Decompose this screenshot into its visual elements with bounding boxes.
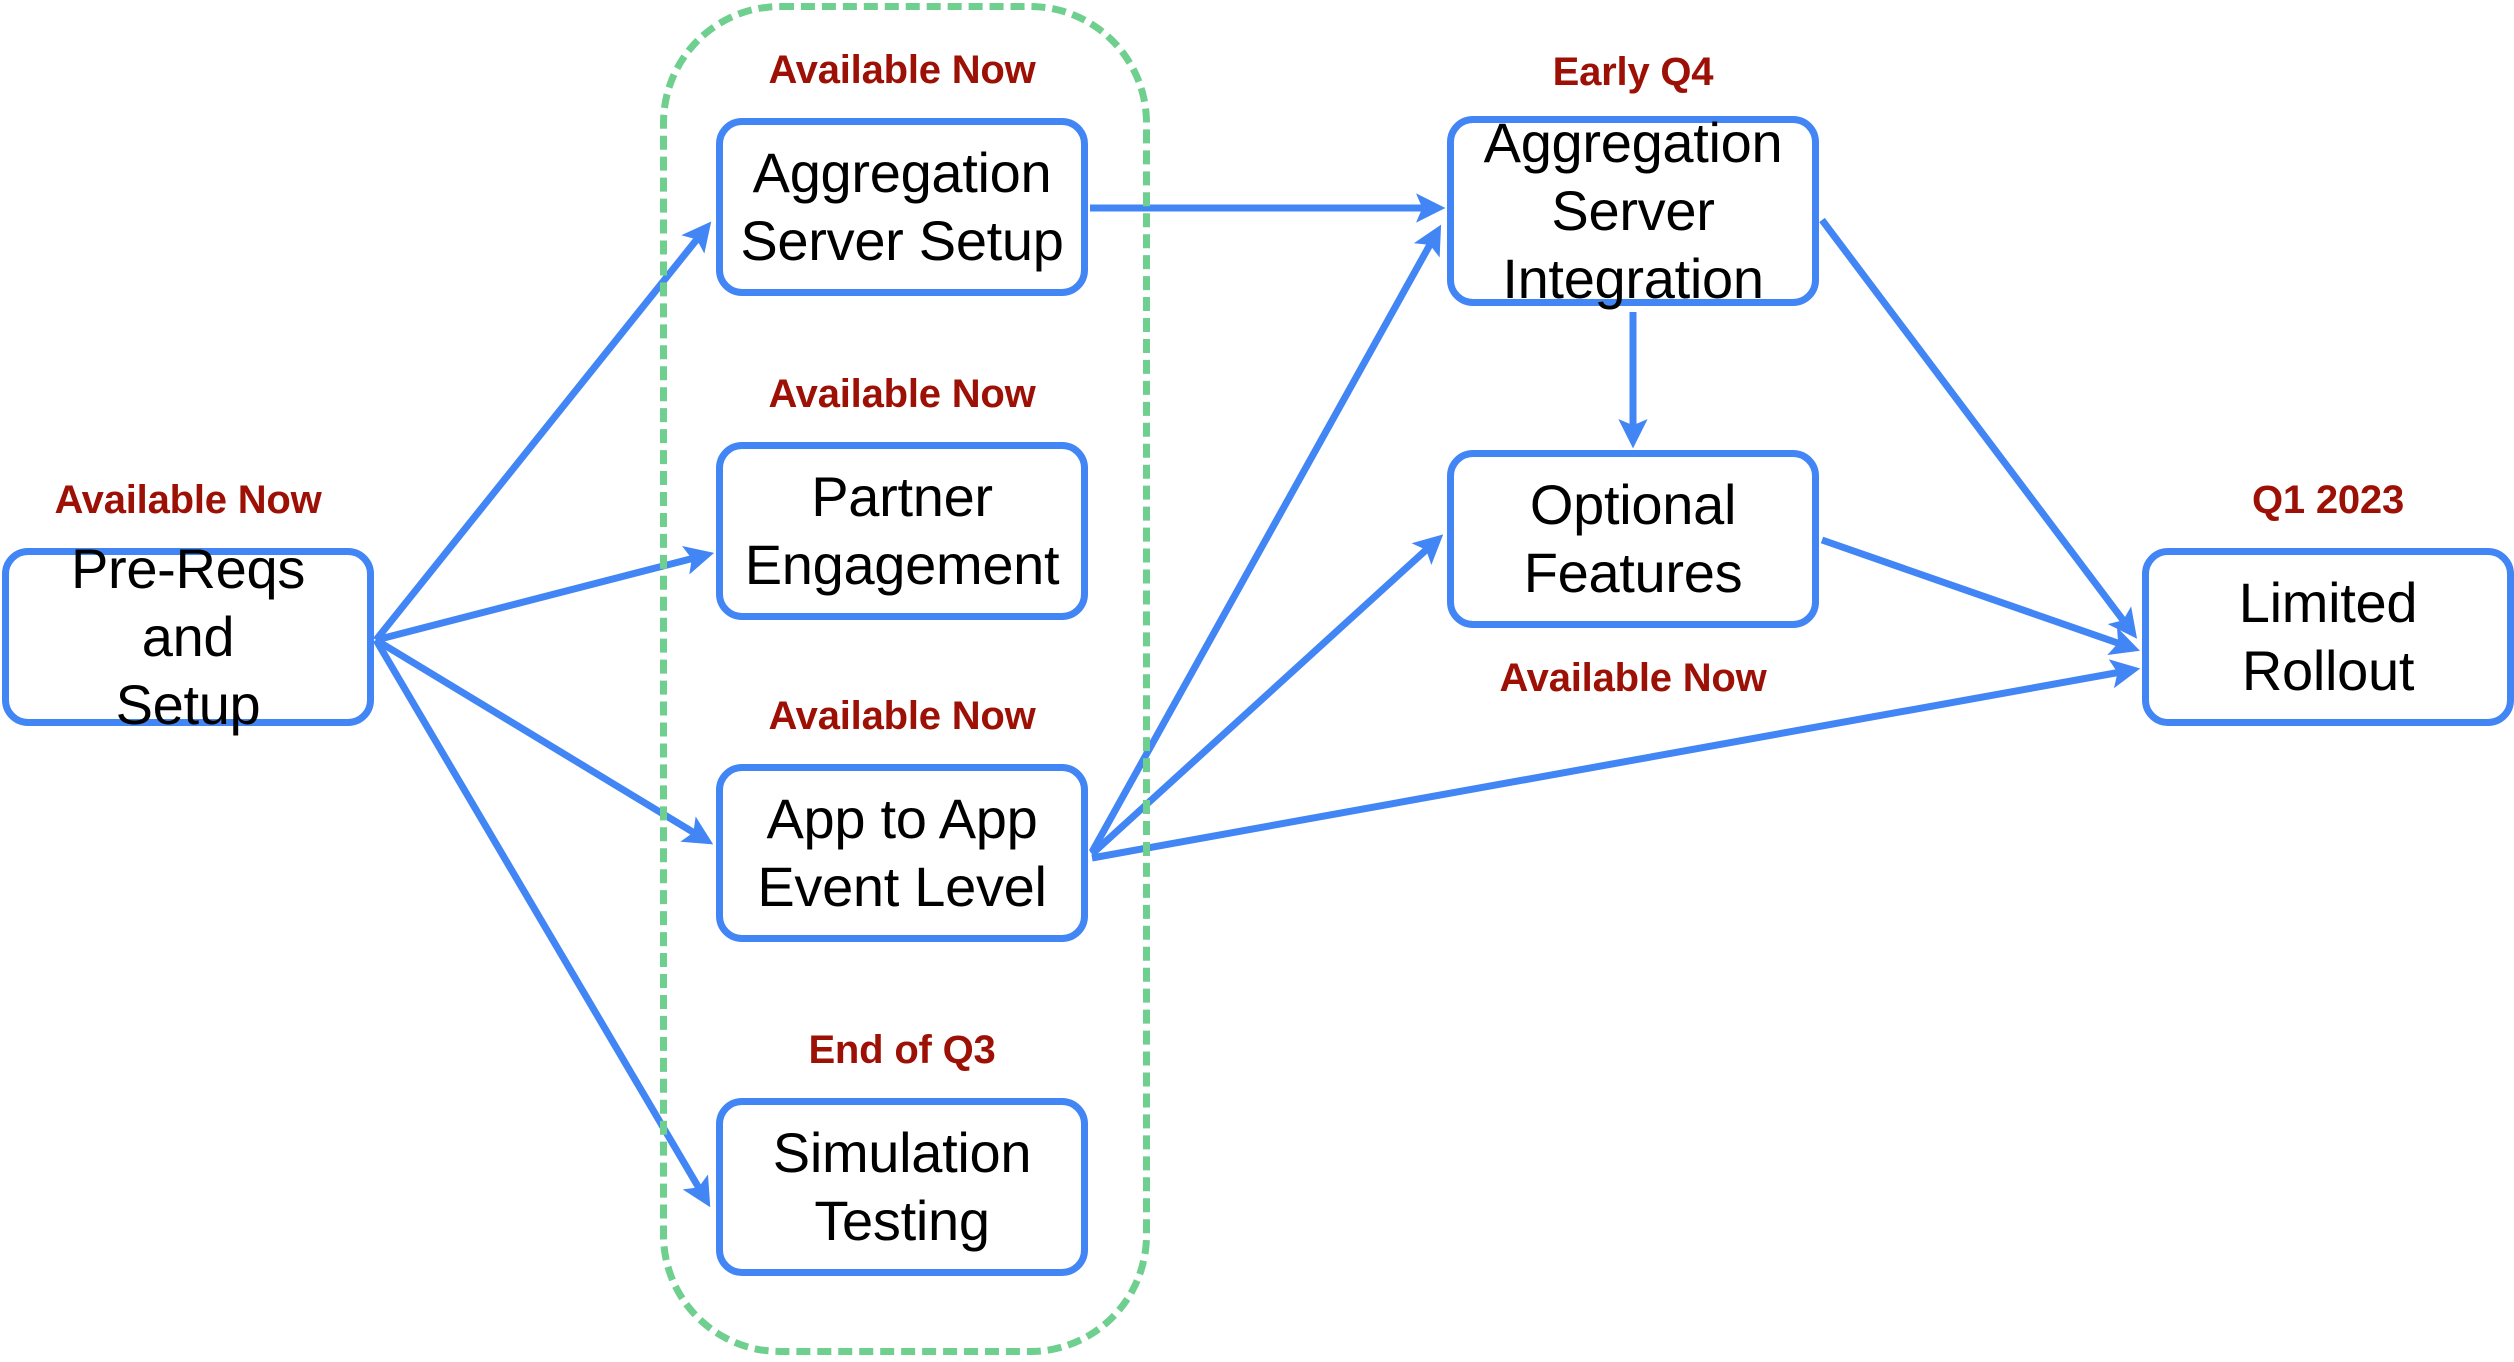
status-label-limited-rollout: Q1 2023	[2251, 478, 2405, 522]
status-label-simulation-testing: End of Q3	[808, 1028, 996, 1072]
edge-integration-to-limited-rollout	[1819, 217, 2138, 639]
edge-prereqs-to-simulation-testing	[372, 638, 711, 1208]
edge-optional-features-to-limited-rollout	[1820, 536, 2140, 655]
node-optional-features[interactable]: Optional Features	[1447, 450, 1819, 628]
edge-prereqs-to-aggregation-setup	[373, 221, 712, 643]
node-label-simulation-testing: Simulation Testing	[772, 1120, 1032, 1252]
node-aggregation-server-setup[interactable]: Aggregation Server Setup	[716, 118, 1088, 296]
status-label-optional-features: Available Now	[1499, 656, 1767, 700]
node-label-pre-reqs-and-setup: Pre-Reqs and Setup	[70, 536, 306, 737]
node-label-aggregation-server-integration: Aggregation Server Integration	[1483, 110, 1783, 311]
status-label-app-to-app-event-level: Available Now	[768, 694, 1036, 738]
status-label-pre-reqs-and-setup: Available Now	[54, 478, 322, 522]
node-label-limited-rollout: Limited Rollout	[2238, 570, 2418, 702]
edge-prereqs-to-partner-engagement	[375, 546, 715, 644]
status-label-partner-engagement: Available Now	[768, 372, 1036, 416]
node-aggregation-server-integration[interactable]: Aggregation Server Integration	[1447, 111, 1819, 310]
node-pre-reqs-and-setup[interactable]: Pre-Reqs and Setup	[2, 537, 374, 736]
node-partner-engagement[interactable]: Partner Engagement	[716, 442, 1088, 620]
node-label-optional-features: Optional Features	[1523, 472, 1743, 604]
node-label-partner-engagement: Partner Engagement	[744, 464, 1060, 596]
node-label-aggregation-server-setup: Aggregation Server Setup	[740, 140, 1064, 272]
edge-prereqs-to-app-to-app	[374, 637, 714, 845]
node-simulation-testing[interactable]: Simulation Testing	[716, 1098, 1088, 1276]
node-limited-rollout[interactable]: Limited Rollout	[2142, 548, 2514, 726]
status-label-aggregation-server-integration: Early Q4	[1552, 50, 1714, 94]
status-label-aggregation-server-setup: Available Now	[768, 48, 1036, 92]
node-label-app-to-app-event-level: App to App Event Level	[757, 786, 1047, 918]
node-app-to-app-event-level[interactable]: App to App Event Level	[716, 764, 1088, 942]
dashed-phase-group	[660, 3, 1150, 1355]
edges-group	[372, 193, 2141, 1208]
